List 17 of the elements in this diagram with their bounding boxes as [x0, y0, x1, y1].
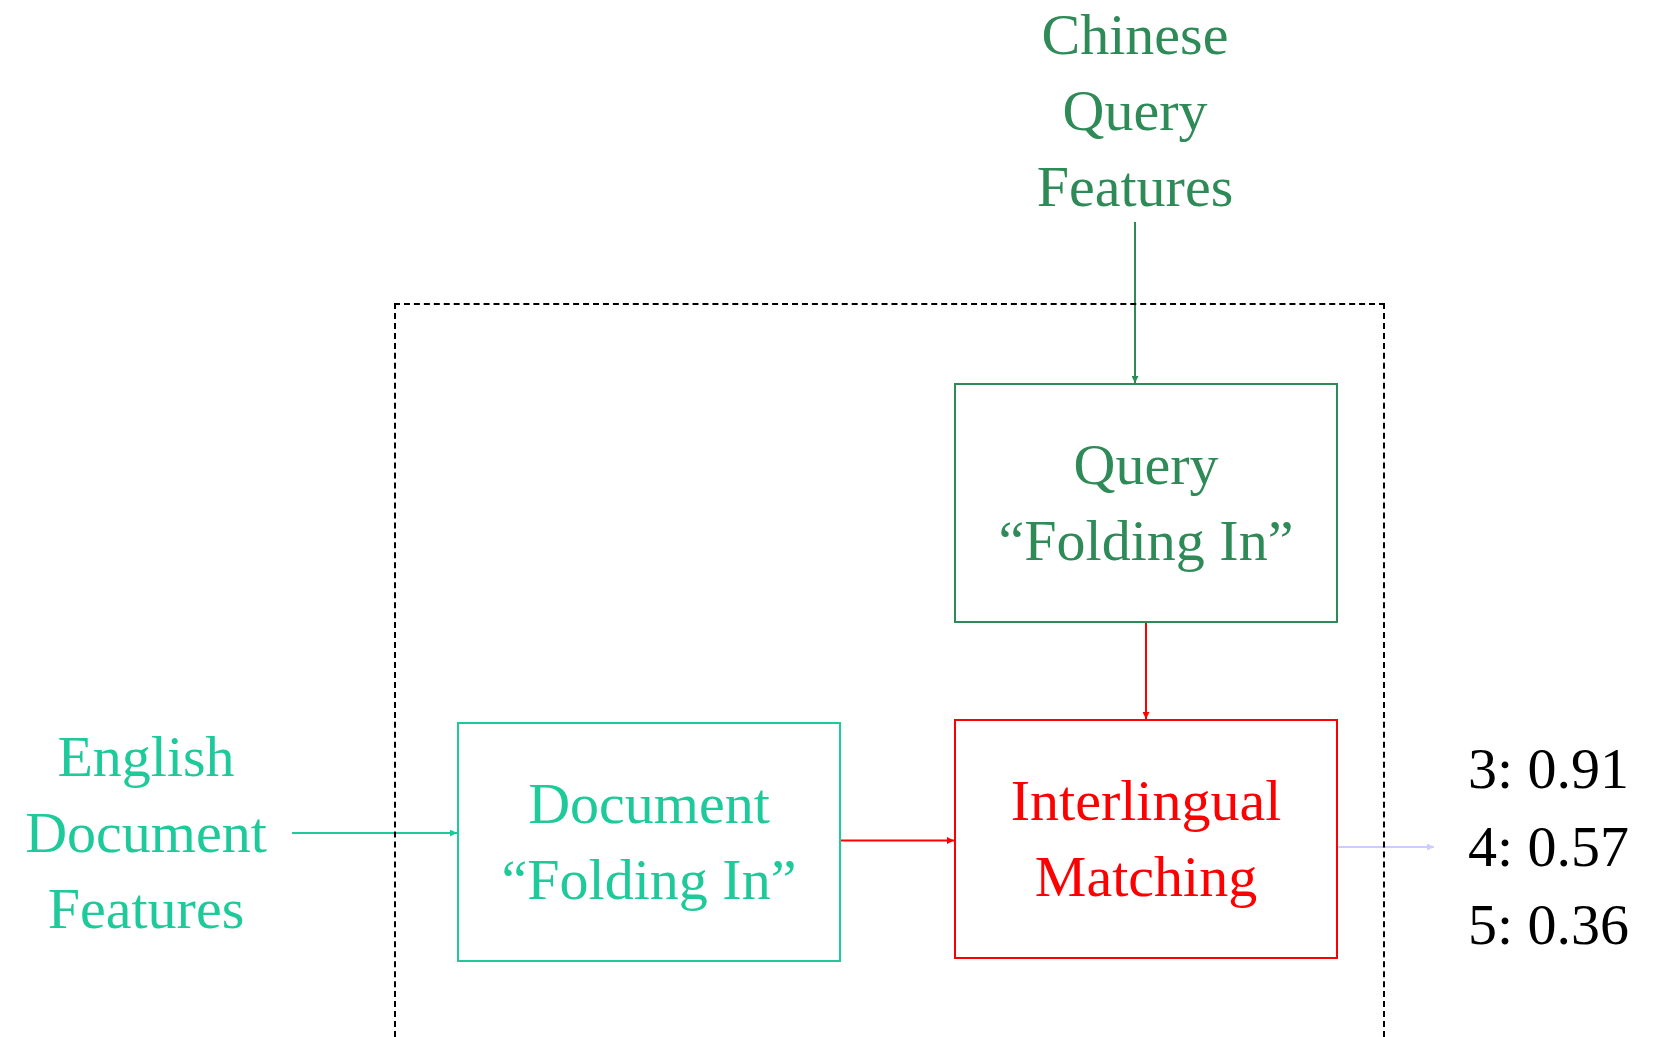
output-label: 3: 0.91 — [1468, 735, 1630, 803]
process-box — [457, 722, 841, 962]
output-label: 5: 0.36 — [1468, 891, 1630, 959]
arrow — [1142, 622, 1150, 720]
box-label: Document “Folding In” — [500, 770, 798, 914]
box-label: Interlingual Matching — [1009, 767, 1283, 911]
dashed-boundary-box — [394, 303, 1385, 1037]
arrow — [1337, 843, 1435, 851]
input-label: Chinese Query Features — [1035, 1, 1235, 221]
output-label: 4: 0.57 — [1468, 813, 1630, 881]
box-label: Query “Folding In” — [997, 431, 1295, 575]
input-label: English Document Features — [24, 723, 268, 943]
arrow — [1131, 221, 1139, 384]
arrow — [840, 837, 955, 844]
process-box — [954, 719, 1338, 959]
arrow — [291, 829, 458, 837]
process-box — [954, 383, 1338, 623]
